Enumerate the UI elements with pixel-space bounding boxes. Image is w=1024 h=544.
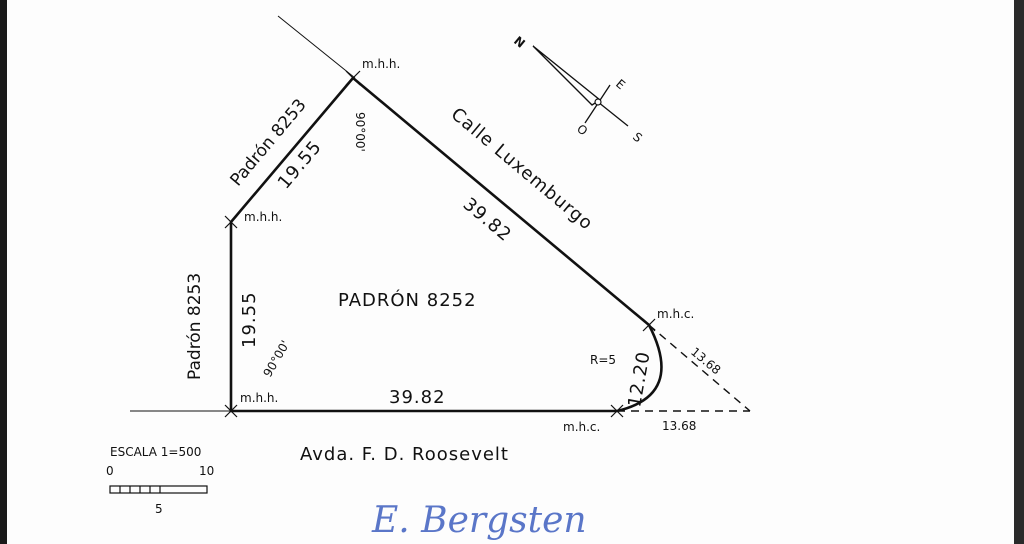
marker-label-right-upper: m.h.c. (657, 307, 694, 321)
angle-bottom-left: 90°00' (260, 338, 292, 380)
dim-radius: R=5 (590, 353, 616, 367)
scale-zero: 0 (106, 464, 114, 478)
dim-chamfer: 12.20 (624, 350, 654, 409)
neighbor-label-left: Padrón 8253 (185, 273, 205, 380)
angle-top: 90°00' (353, 112, 367, 152)
scale-five: 5 (155, 502, 163, 516)
marker-label-bottom-left: m.h.h. (240, 391, 278, 405)
scale-title: ESCALA 1=500 (110, 445, 201, 459)
dim-top-left-edge: 19.55 (274, 136, 326, 193)
dashed-projection-diag (648, 324, 751, 412)
dim-ext-bottom: 13.68 (662, 419, 696, 433)
signature: E. Bergsten (371, 500, 587, 541)
street-label-bottom: Avda. F. D. Roosevelt (300, 444, 509, 465)
marker-label-left-mid: m.h.h. (244, 210, 282, 224)
scale-ten: 10 (199, 464, 214, 478)
marker-label-right-lower: m.h.c. (563, 420, 600, 434)
dim-left-edge: 19.55 (239, 291, 260, 348)
north-arrow-icon (532, 45, 629, 127)
dim-diagonal-edge: 39.82 (459, 194, 516, 246)
marker-label-top: m.h.h. (362, 57, 400, 71)
left-border-bar (0, 0, 7, 544)
compass-n: N (511, 34, 528, 51)
vertex-markers (224, 70, 656, 418)
compass-o: O (574, 122, 590, 139)
right-border-bar (1014, 0, 1024, 544)
compass-e: E (613, 77, 628, 93)
street-extension-line (277, 15, 356, 79)
compass-s: S (630, 130, 645, 146)
scale-bar (109, 485, 208, 494)
parcel-label: PADRÓN 8252 (338, 289, 477, 311)
dim-bottom-edge: 39.82 (389, 387, 446, 408)
